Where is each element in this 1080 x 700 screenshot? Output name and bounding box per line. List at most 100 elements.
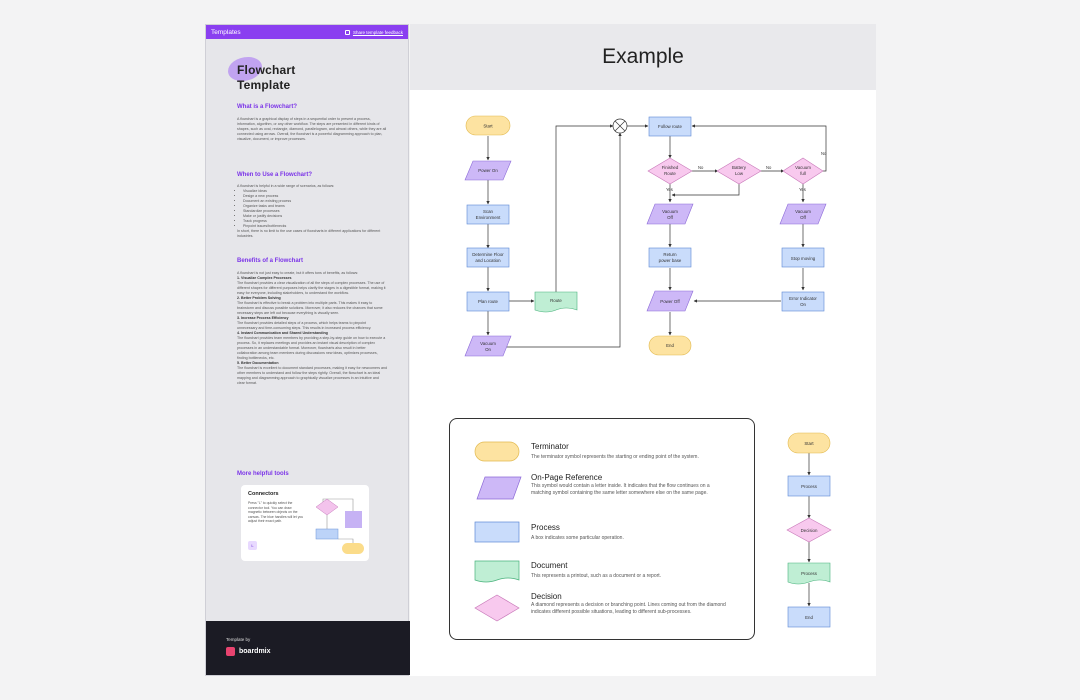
reference-power-off[interactable]: Power Off xyxy=(646,290,694,312)
when-outro: In short, there is no limit to the use c… xyxy=(237,229,381,238)
shortcut-key: L xyxy=(248,541,257,550)
legend-decision-title: Decision xyxy=(531,592,562,601)
legend-document-title: Document xyxy=(531,561,568,570)
terminator-end[interactable]: End xyxy=(648,335,692,356)
section-body-when: A flowchart is helpful in a wide range o… xyxy=(237,184,387,239)
legend-shapes: Terminator The terminator symbol represe… xyxy=(474,441,726,622)
reference-vacuum-on[interactable]: Vacuum On xyxy=(464,335,512,357)
svg-text:Low: Low xyxy=(735,171,744,176)
process-follow-route[interactable]: Follow route xyxy=(648,116,692,137)
benefit-1-body: The flowchart provides a clear visualiza… xyxy=(237,281,386,295)
branch-label-no: No xyxy=(766,165,772,170)
benefit-4-body: The flowchart provides team members by p… xyxy=(237,336,386,360)
section-heading-when: When to Use a Flowchart? xyxy=(237,172,313,178)
benefit-2-title: 2. Better Problem Solving xyxy=(237,296,281,300)
sidebar-title: Flowchart Template xyxy=(237,63,295,93)
example-title: Example xyxy=(602,45,684,68)
process-stop-moving[interactable]: Stop moving xyxy=(781,247,825,268)
terminator-start[interactable]: Start xyxy=(465,115,511,136)
svg-text:Off: Off xyxy=(800,215,807,220)
svg-text:Start: Start xyxy=(804,441,814,446)
section-heading-benefits: Benefits of a Flowchart xyxy=(237,258,304,264)
topbar-title: Templates xyxy=(211,28,241,36)
brand-name: boardmix xyxy=(239,648,271,655)
connectors-card[interactable]: Connectors Press "L" to quickly select t… xyxy=(241,485,369,561)
branch-label-yes: Yes xyxy=(666,187,673,192)
svg-text:Start: Start xyxy=(483,124,493,129)
svg-text:Finished: Finished xyxy=(662,165,679,170)
benefit-5-body: The flowchart is excellent to document s… xyxy=(237,366,388,385)
feedback-label: Share template feedback xyxy=(352,29,403,35)
connectors-card-body: Press "L" to quickly select the connecto… xyxy=(248,501,304,524)
svg-text:Follow route: Follow route xyxy=(658,124,682,129)
legend-terminator-shape xyxy=(474,441,520,462)
legend-reference-shape xyxy=(476,476,522,500)
branch-label-no: No xyxy=(821,151,827,156)
connectors-card-title: Connectors xyxy=(248,491,279,497)
list-item: Design a new process xyxy=(243,194,387,199)
legend-process-desc: A box indicates some particular operatio… xyxy=(531,535,624,541)
process-determine-floor[interactable]: Determine Floor and Location xyxy=(466,247,510,268)
flow-connectors xyxy=(486,124,827,348)
decision-battery-low[interactable]: Battery Low xyxy=(716,157,762,185)
mini-decision-shape xyxy=(315,498,339,516)
section-body-benefits: A flowchart is not just easy to create, … xyxy=(237,271,387,386)
decision-finished-route[interactable]: Finished Route xyxy=(647,157,693,185)
benefit-2-body: The flowchart is effective to break a pr… xyxy=(237,301,383,315)
svg-text:Environment: Environment xyxy=(476,215,501,220)
mini-flow: Start Process Decision Process End xyxy=(786,432,832,628)
template-by-label: Template by xyxy=(226,637,251,642)
legend-document-shape xyxy=(474,560,520,583)
process-return-power-base[interactable]: Return power base xyxy=(648,247,692,268)
benefit-3-title: 3. Increase Process Efficiency xyxy=(237,316,289,320)
process-plan-route[interactable]: Plan route xyxy=(466,291,510,312)
mini-process[interactable]: Process xyxy=(787,475,831,497)
mini-terminator-shape xyxy=(342,543,364,554)
feedback-link[interactable]: Share template feedback xyxy=(344,29,403,35)
flow-shapes: Start Power On Scan Environment Determin… xyxy=(464,115,827,357)
svg-text:Battery: Battery xyxy=(732,165,747,170)
benefit-3-body: The flowchart provides detailed steps of… xyxy=(237,321,372,330)
mini-terminator-end[interactable]: End xyxy=(787,606,831,628)
mini-terminator-start[interactable]: Start xyxy=(787,432,831,454)
svg-text:End: End xyxy=(666,343,674,348)
svg-text:Route: Route xyxy=(550,298,562,303)
legend-process-title: Process xyxy=(531,523,560,532)
reference-vacuum-off-2[interactable]: Vacuum Off xyxy=(779,203,827,225)
connectors-illustration xyxy=(315,498,364,554)
list-item: Track progress xyxy=(243,219,387,224)
svg-text:Plan route: Plan route xyxy=(478,299,499,304)
svg-text:On: On xyxy=(800,302,806,307)
list-item: Make or justify decisions xyxy=(243,214,387,219)
svg-text:Scan: Scan xyxy=(483,209,494,214)
svg-text:Process: Process xyxy=(801,484,818,489)
legend-decision-shape xyxy=(474,594,520,622)
decision-vacuum-full[interactable]: Vacuum full xyxy=(782,157,824,185)
reference-power-on[interactable]: Power On xyxy=(464,160,512,181)
diagram-canvas: No No No Yes Yes Start Power On Scan Env… xyxy=(410,90,876,676)
legend-decision-desc: A diamond represents a decision or branc… xyxy=(531,602,726,615)
list-item: Organize tasks and teams xyxy=(243,204,387,209)
svg-text:Vacuum: Vacuum xyxy=(480,341,496,346)
mini-document[interactable]: Process xyxy=(787,562,831,585)
document-route[interactable]: Route xyxy=(534,291,578,313)
legend-panel: Terminator The terminator symbol represe… xyxy=(449,418,755,640)
svg-text:Decision: Decision xyxy=(801,528,818,533)
feedback-icon xyxy=(344,29,350,35)
reference-vacuum-off-1[interactable]: Vacuum Off xyxy=(646,203,694,225)
process-error-indicator[interactable]: Error Indicator On xyxy=(781,291,825,312)
list-item: Document an existing process xyxy=(243,199,387,204)
benefit-5-title: 5. Better Documentation xyxy=(237,361,279,365)
boardmix-logo[interactable]: boardmix xyxy=(226,647,271,656)
mini-reference-shape xyxy=(345,511,362,528)
merge-junction[interactable] xyxy=(612,118,628,134)
connector-battery-off xyxy=(671,184,740,197)
legend-reference-title: On-Page Reference xyxy=(531,473,603,482)
branch-label-no: No xyxy=(698,165,704,170)
svg-text:Determine Floor: Determine Floor xyxy=(472,252,504,257)
process-scan[interactable]: Scan Environment xyxy=(466,204,510,225)
benefit-1-title: 1. Visualize Complex Processes xyxy=(237,276,292,280)
mini-decision[interactable]: Decision xyxy=(786,517,832,543)
svg-text:Vacuum: Vacuum xyxy=(795,165,811,170)
svg-text:Return: Return xyxy=(663,252,677,257)
